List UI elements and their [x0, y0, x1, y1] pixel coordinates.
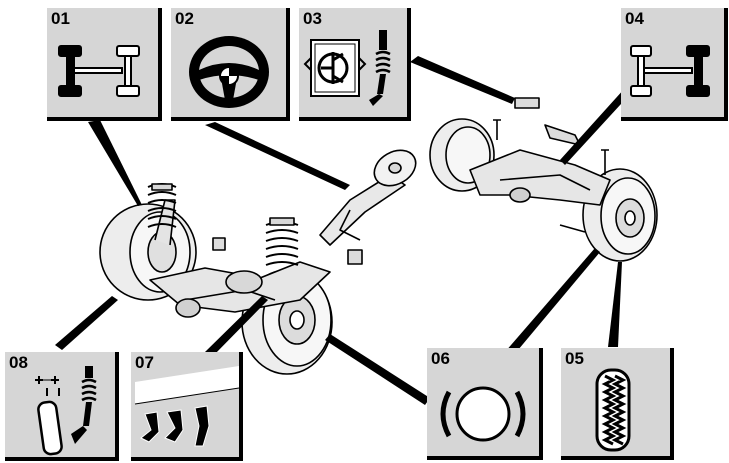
panel-03-number: 03: [303, 9, 322, 28]
panel-06-wheel-bearing: 06: [427, 348, 543, 460]
panel-07-number: 07: [135, 353, 154, 372]
suspension-travel-icon: [35, 366, 97, 456]
tire-tread-icon: [595, 368, 631, 452]
callout-06b: [325, 334, 430, 405]
panel-02-steering: 02: [171, 8, 290, 121]
panel-01-number: 01: [51, 9, 70, 28]
front-axle-highlight-icon: [58, 45, 140, 97]
wheel-bearing-icon: [440, 386, 526, 442]
callout-06: [505, 248, 600, 356]
pedals-icon: [134, 366, 239, 447]
steering-wheel-icon: [189, 36, 269, 108]
panel-03-gauge: 03: [299, 8, 411, 121]
panel-02-number: 02: [175, 9, 194, 28]
panel-08-suspension-travel: 08: [5, 352, 119, 461]
caster-camber-gauge-icon: [303, 30, 391, 106]
panel-05-number: 05: [565, 349, 584, 368]
panel-04-number: 04: [625, 9, 644, 28]
callout-07: [205, 296, 268, 356]
rear-axle-highlight-icon: [630, 45, 710, 97]
callout-05: [608, 262, 622, 347]
panel-04-rear-axle: 04: [621, 8, 728, 121]
callout-03: [410, 56, 515, 104]
panel-06-number: 06: [431, 349, 450, 368]
callout-08: [55, 296, 118, 350]
callout-04: [560, 88, 632, 165]
panel-01-front-axle: 01: [47, 8, 162, 121]
panel-05-tire: 05: [561, 348, 674, 460]
panel-08-number: 08: [9, 353, 28, 372]
callout-01: [88, 120, 142, 206]
callout-02: [205, 122, 350, 190]
panel-07-pedals: 07: [131, 352, 243, 461]
